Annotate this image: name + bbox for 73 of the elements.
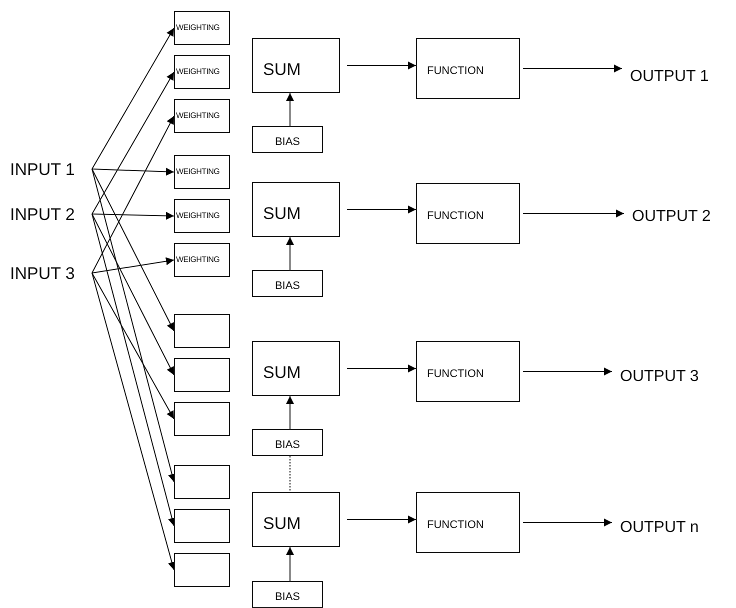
arrow: [286, 236, 294, 270]
arrow: [92, 28, 174, 170]
arrow: [346, 516, 416, 524]
arrow: [286, 396, 294, 430]
bias-box: [252, 270, 323, 297]
arrow: [92, 214, 174, 376]
box-label: BIAS: [274, 592, 300, 603]
function-box: [416, 38, 520, 99]
empty-box: [174, 553, 230, 587]
arrow: [92, 72, 174, 214]
empty-box: [174, 358, 230, 392]
empty-box: [174, 509, 230, 543]
arrow: [92, 272, 176, 570]
weighting-box: [174, 99, 230, 133]
arrow: [522, 368, 612, 376]
input-label: INPUT 2: [10, 203, 94, 225]
box-label: BIAS: [274, 440, 300, 451]
box-label: WEIGHTING: [176, 256, 220, 264]
sum-box: [252, 492, 340, 547]
weighting-box: [174, 155, 230, 189]
output-label: OUTPUT 1: [630, 67, 730, 87]
sum-box: [252, 182, 340, 237]
arrow: [286, 92, 294, 126]
arrow: [286, 546, 294, 582]
arrow: [346, 62, 416, 70]
input-label: INPUT 3: [10, 262, 94, 284]
box-label: FUNCTION: [427, 66, 484, 77]
box-label: WEIGHTING: [176, 168, 220, 176]
box-label: BIAS: [274, 281, 300, 292]
sum-box: [252, 341, 340, 396]
arrow: [92, 272, 174, 420]
box-label: WEIGHTING: [176, 212, 220, 220]
box-label: SUM: [263, 205, 301, 222]
output-label: OUTPUT 3: [620, 367, 720, 387]
weighting-box: [174, 199, 230, 233]
arrow: [522, 210, 624, 218]
function-box: [416, 341, 520, 402]
arrow: [92, 257, 174, 274]
empty-box: [174, 465, 230, 499]
output-label: OUTPUT n: [620, 518, 720, 538]
arrow: [92, 168, 174, 332]
arrow: [522, 518, 612, 526]
box-label: WEIGHTING: [176, 112, 220, 120]
weighting-box: [174, 55, 230, 89]
output-label: OUTPUT 2: [632, 207, 732, 227]
function-box: [416, 183, 520, 244]
box-label: SUM: [263, 61, 301, 78]
box-label: FUNCTION: [427, 520, 484, 531]
empty-box: [174, 314, 230, 348]
arrow: [92, 116, 174, 274]
input-label: INPUT 1: [10, 158, 94, 180]
box-label: SUM: [263, 364, 301, 381]
arrow: [522, 64, 622, 72]
bias-box: [252, 581, 323, 608]
bias-box: [252, 126, 323, 153]
box-label: FUNCTION: [427, 211, 484, 222]
arrow: [92, 168, 176, 482]
arrow: [92, 168, 174, 176]
weighting-box: [174, 11, 230, 45]
function-box: [416, 492, 520, 553]
box-label: WEIGHTING: [176, 68, 220, 76]
bias-box: [252, 429, 323, 456]
weighting-box: [174, 243, 230, 277]
box-label: BIAS: [274, 137, 300, 148]
box-label: FUNCTION: [427, 369, 484, 380]
box-label: SUM: [263, 515, 301, 532]
arrow: [346, 364, 416, 372]
box-label: WEIGHTING: [176, 24, 220, 32]
empty-box: [174, 402, 230, 436]
arrow: [92, 212, 174, 220]
arrow: [92, 214, 176, 526]
sum-box: [252, 38, 340, 93]
arrow: [346, 206, 416, 214]
